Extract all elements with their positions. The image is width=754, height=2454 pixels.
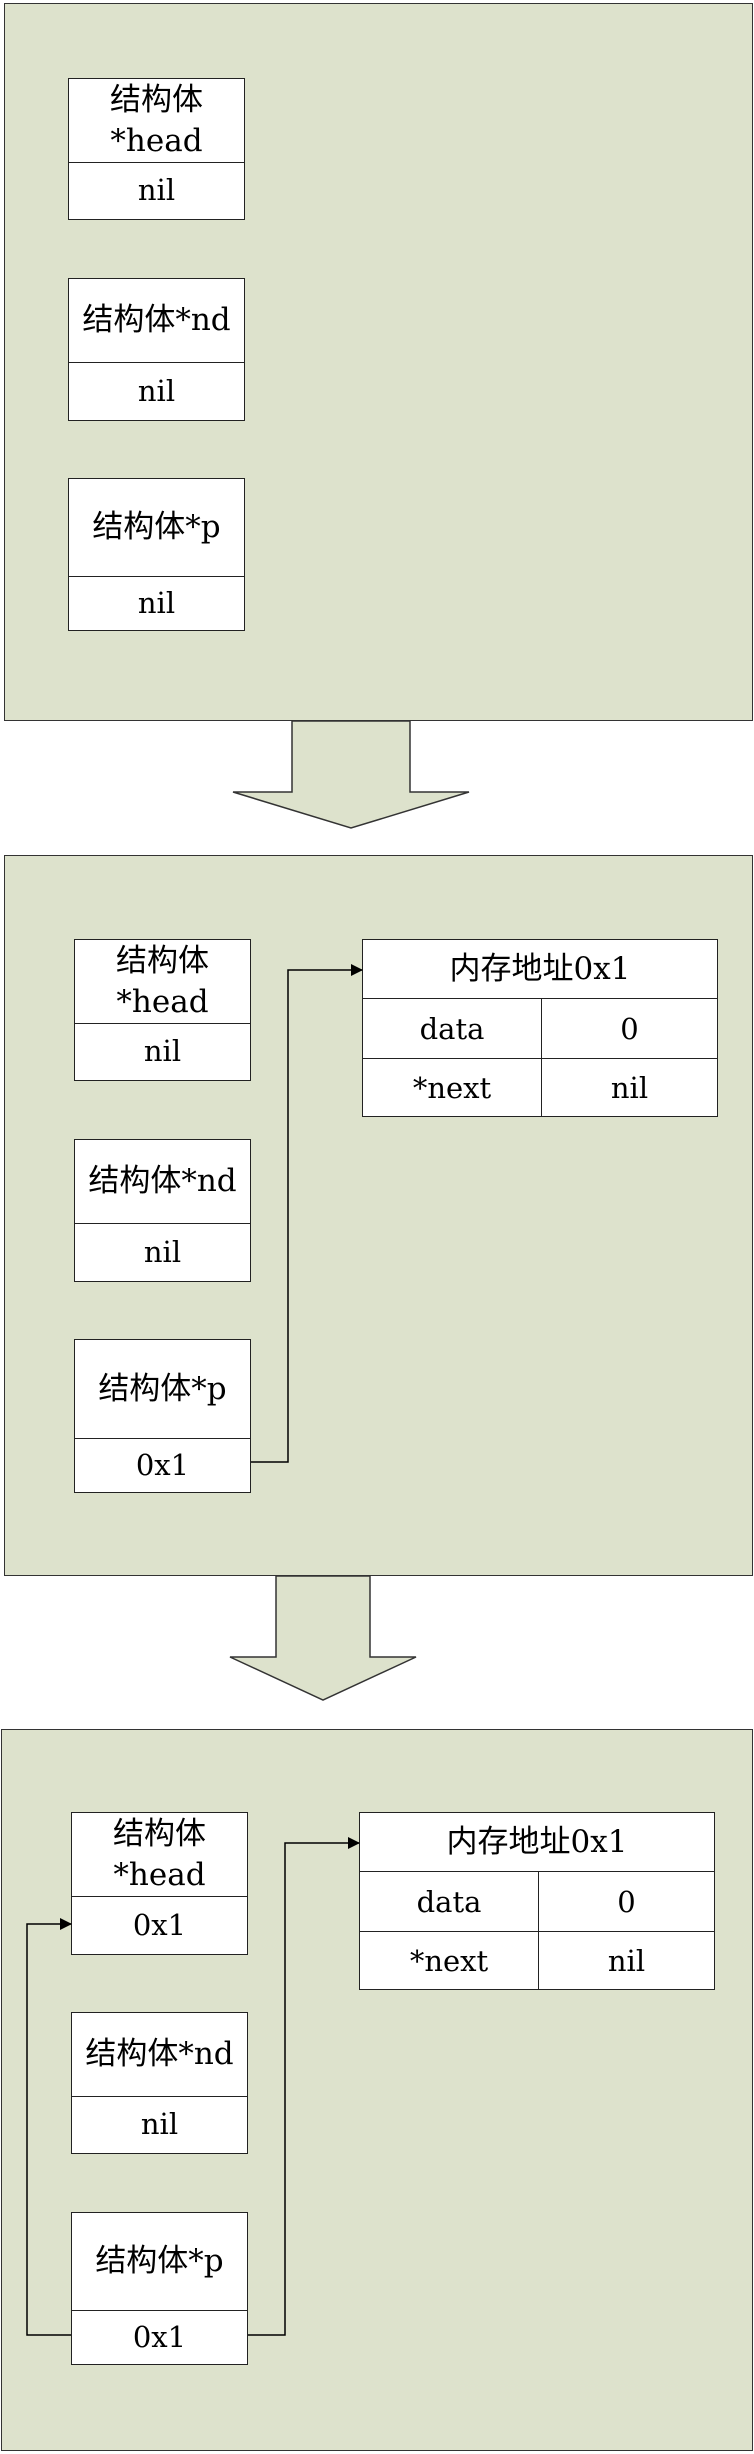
head-pointer-value: nil — [75, 1023, 250, 1080]
nd-pointer-value: nil — [72, 2096, 247, 2153]
nd-pointer-title: 结构体*nd — [85, 2036, 234, 2073]
head-pointer-box: 结构体 *head 0x1 — [71, 1812, 248, 1955]
p-pointer-value: 0x1 — [75, 1438, 250, 1492]
next-field-label: *next — [360, 1931, 538, 1989]
p-to-node-arrow — [251, 964, 363, 1463]
stage-transition-arrow — [229, 1575, 417, 1701]
struct-label: 结构体 — [116, 943, 209, 980]
nd-pointer-value: nil — [69, 362, 244, 420]
data-field-value: 0 — [541, 998, 717, 1058]
p-pointer-box: 结构体*p 0x1 — [74, 1339, 251, 1493]
nd-pointer-box: 结构体*nd nil — [71, 2012, 248, 2154]
memory-node-box: 内存地址0x1 data 0 *next nil — [359, 1812, 715, 1990]
head-pointer-title: 结构体 *head — [75, 940, 250, 1023]
p-to-node-arrow — [248, 1837, 360, 2336]
data-field-label: data — [363, 998, 541, 1058]
nd-pointer-box: 结构体*nd nil — [74, 1139, 251, 1282]
next-field-value: nil — [538, 1931, 714, 1989]
p-pointer-title: 结构体*p — [92, 509, 221, 546]
p-pointer-box: 结构体*p 0x1 — [71, 2212, 248, 2365]
p-pointer-title: 结构体*p — [95, 2243, 224, 2280]
nd-pointer-title: 结构体*nd — [82, 302, 231, 339]
nd-pointer-value: nil — [75, 1223, 250, 1281]
head-pointer-title: 结构体 *head — [69, 79, 244, 162]
p-pointer-title: 结构体*p — [98, 1370, 227, 1407]
memory-node-title: 内存地址0x1 — [449, 950, 631, 987]
head-pointer-box: 结构体 *head nil — [68, 78, 245, 220]
next-field-value: nil — [541, 1058, 717, 1116]
p-pointer-value: 0x1 — [72, 2310, 247, 2364]
head-pointer-box: 结构体 *head nil — [74, 939, 251, 1081]
stage-transition-arrow — [232, 720, 470, 829]
struct-label: 结构体 — [110, 82, 203, 119]
nd-pointer-box: 结构体*nd nil — [68, 278, 245, 421]
head-pointer-value: 0x1 — [72, 1896, 247, 1954]
memory-node-title: 内存地址0x1 — [446, 1823, 628, 1860]
p-pointer-value: nil — [69, 576, 244, 630]
p-pointer-box: 结构体*p nil — [68, 478, 245, 631]
head-label: *head — [110, 122, 203, 159]
head-label: *head — [113, 1856, 206, 1893]
head-pointer-value: nil — [69, 162, 244, 219]
data-field-label: data — [360, 1871, 538, 1931]
next-field-label: *next — [363, 1058, 541, 1116]
nd-pointer-title: 结构体*nd — [88, 1163, 237, 1200]
p-to-head-arrow — [26, 1918, 72, 2336]
head-label: *head — [116, 983, 209, 1020]
head-pointer-title: 结构体 *head — [72, 1813, 247, 1896]
struct-label: 结构体 — [113, 1816, 206, 1853]
memory-node-box: 内存地址0x1 data 0 *next nil — [362, 939, 718, 1117]
data-field-value: 0 — [538, 1871, 714, 1931]
